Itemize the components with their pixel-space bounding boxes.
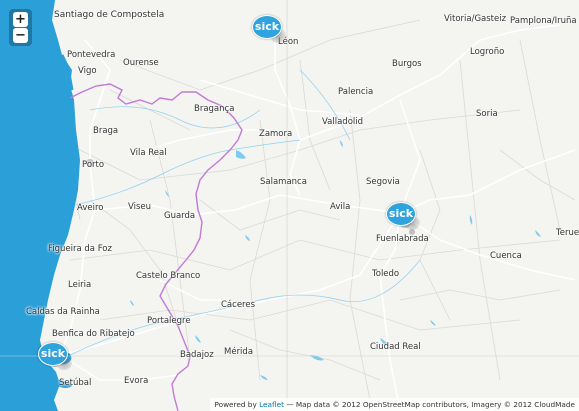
city-label-figueira: Figueira da Foz	[48, 244, 112, 254]
portugal-spain-border	[69, 83, 243, 411]
city-label-ciudadreal: Ciudad Real	[370, 342, 421, 352]
attribution-text: — Map data © 2012 OpenStreetMap contribu…	[283, 400, 575, 409]
ria-inlet	[60, 54, 74, 91]
atlantic-ocean	[0, 0, 80, 411]
city-label-evora: Evora	[124, 376, 149, 386]
sick-marker-madrid[interactable]: sick	[386, 202, 422, 230]
city-label-leiria: Leiria	[68, 280, 92, 290]
city-label-vilareal: Vila Real	[130, 148, 167, 158]
city-label-braganca: Bragança	[194, 104, 235, 114]
city-label-caceres: Cáceres	[221, 300, 256, 310]
city-label-teruel: Terue	[556, 228, 579, 238]
city-label-aveiro: Aveiro	[77, 203, 104, 213]
city-label-leon: Léon	[278, 37, 299, 47]
city-label-benfica: Benfica do Ribatejo	[52, 329, 135, 339]
sick-marker-label: sick	[252, 15, 282, 39]
city-label-merida: Mérida	[224, 347, 254, 357]
city-label-badajoz: Badajoz	[180, 350, 214, 360]
city-label-ourense: Ourense	[123, 58, 159, 68]
zoom-in-button[interactable]: +	[13, 12, 28, 27]
city-label-salamanca: Salamanca	[260, 177, 307, 187]
sado-estuary	[58, 380, 72, 388]
city-label-guarda: Guarda	[164, 211, 196, 221]
city-label-viseu: Viseu	[128, 202, 152, 212]
city-label-vigo: Vigo	[78, 66, 97, 76]
city-label-vitoria: Vitoria/Gasteiz	[444, 14, 507, 24]
city-label-fuenlabrada: Fuenlabrada	[376, 234, 429, 244]
city-label-segovia: Segovia	[366, 177, 400, 187]
city-label-pamplona: Pamplona/Iruña	[510, 16, 577, 26]
city-label-setubal: Setúbal	[59, 378, 92, 388]
zoom-out-button[interactable]: −	[13, 28, 28, 43]
major-roads	[59, 24, 576, 411]
city-label-soria: Soria	[476, 109, 498, 119]
city-label-pontevedra: Pontevedra	[67, 50, 116, 60]
city-label-cuenca: Cuenca	[490, 251, 522, 261]
city-label-santiago: Santiago de Compostela	[54, 10, 165, 20]
leaflet-link[interactable]: Leaflet	[259, 400, 284, 409]
rivers	[59, 69, 421, 361]
sick-marker-label: sick	[386, 202, 416, 226]
city-label-toledo: Toledo	[372, 269, 400, 279]
zoom-control: + −	[9, 9, 32, 46]
sick-marker-leon[interactable]: sick	[252, 15, 288, 43]
city-label-portalegre: Portalegre	[147, 316, 191, 326]
city-label-valladolid: Valladolid	[322, 117, 364, 127]
city-label-porto: Porto	[82, 160, 105, 170]
water-bodies	[130, 140, 541, 380]
city-label-braga: Braga	[93, 126, 119, 136]
city-label-palencia: Palencia	[338, 87, 374, 97]
city-label-burgos: Burgos	[392, 59, 422, 69]
city-label-logrono: Logroño	[470, 47, 505, 57]
map-attribution: Powered by Leaflet — Map data © 2012 Ope…	[210, 398, 579, 411]
sick-marker-lisboa[interactable]: sick	[38, 342, 74, 370]
sick-marker-label: sick	[38, 342, 68, 366]
city-label-caldas: Caldas da Rainha	[26, 307, 100, 317]
city-label-zamora: Zamora	[259, 129, 293, 139]
city-label-castelobranco: Castelo Branco	[136, 271, 201, 281]
city-label-avila: Avila	[330, 202, 351, 212]
attribution-prefix: Powered by	[214, 400, 260, 409]
